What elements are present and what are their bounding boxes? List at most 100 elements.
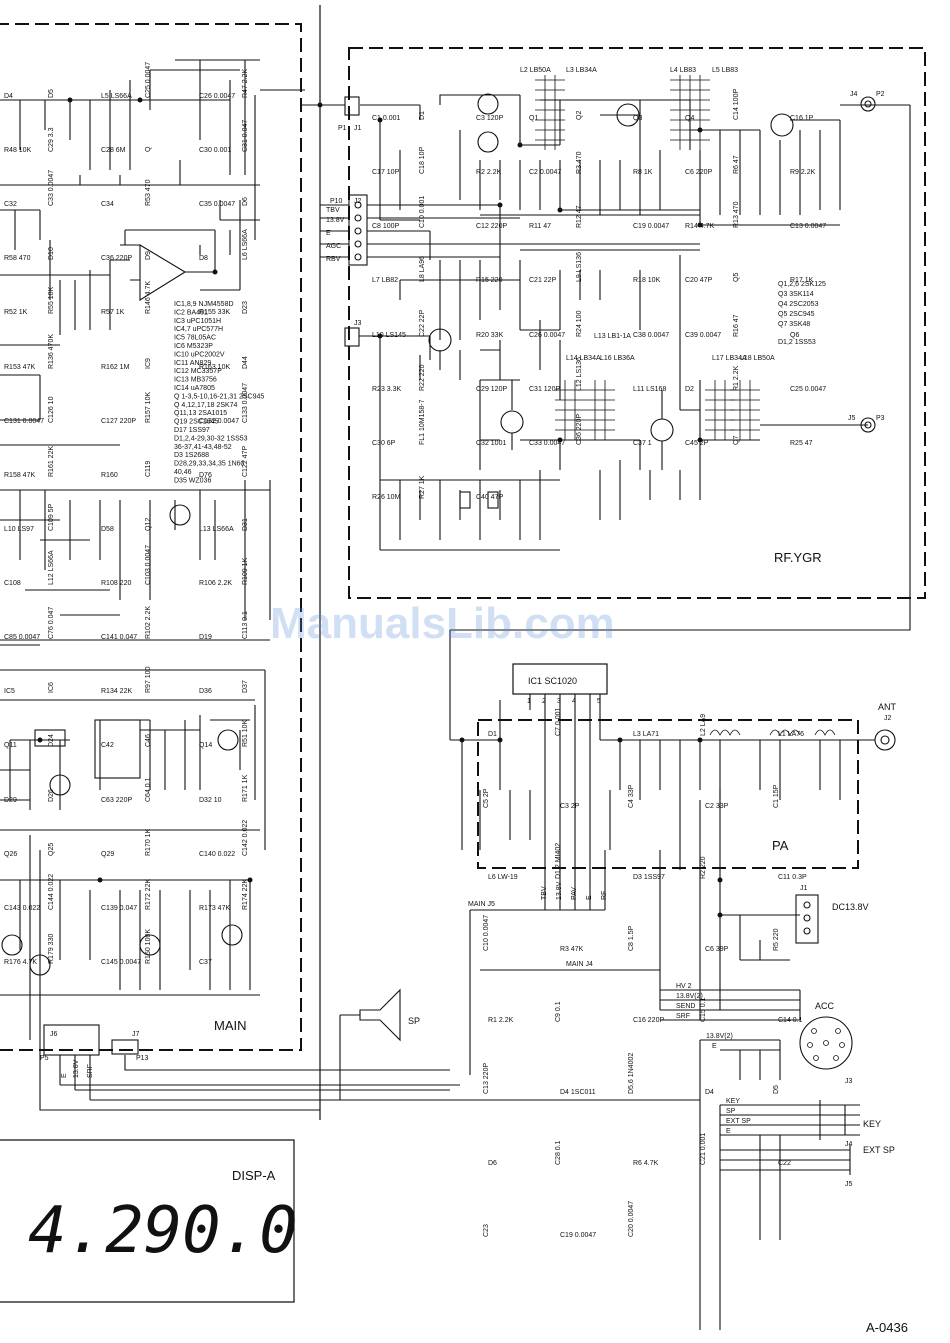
- component-label: IC3 uPC1051H: [174, 318, 221, 325]
- rf-port: J3: [354, 320, 362, 327]
- key-bus-labels: KEY SP EXT SP E: [726, 1098, 751, 1135]
- dc-connector-j1: [795, 894, 819, 944]
- component-label: C13 220P: [483, 1063, 490, 1094]
- component-label: D36: [199, 688, 212, 695]
- block-title-pa: PA: [772, 838, 789, 853]
- pa-bus-line: RF: [601, 891, 608, 900]
- component-label: R157 10K: [145, 392, 152, 423]
- component-label: R150 100K: [145, 929, 152, 964]
- component-label: D29: [4, 797, 17, 804]
- conn-label: P13: [136, 1055, 149, 1062]
- component-label: D6: [242, 197, 249, 206]
- component-label: R6 47: [733, 155, 740, 174]
- component-label: R163 10K: [199, 364, 230, 371]
- main-connector-p5: [43, 1024, 100, 1056]
- component-label: C20 47P: [685, 277, 713, 284]
- component-label: C13 0.0047: [790, 223, 826, 230]
- component-label: R176 4.7K: [4, 959, 37, 966]
- component-label: C18 10P: [419, 146, 426, 174]
- pa-pin: 2: [542, 698, 546, 705]
- component-label: R1 2.2K: [733, 365, 740, 391]
- component-label: R26 10M: [372, 494, 401, 501]
- ext-sp-ref-label: J5: [845, 1181, 853, 1188]
- rf-port: P1: [338, 125, 347, 132]
- pa-wiring: [339, 694, 896, 1330]
- component-label: R2 220: [700, 856, 707, 879]
- component-label: L14 LB34A: [566, 355, 601, 362]
- component-label: R102 2.2K: [145, 606, 152, 639]
- component-label: IC5 78L05AC: [174, 335, 216, 342]
- component-label: L3 LA71: [633, 731, 659, 738]
- component-label: R23 3.3K: [372, 386, 402, 393]
- main-connector-labels: P5 J6 E 13.8V SRF P13 J7: [40, 1031, 149, 1078]
- component-label: Q29: [101, 851, 114, 858]
- component-label: C63 220P: [101, 797, 132, 804]
- component-label: D1,2,4-29,30-32 1SS53: [174, 435, 248, 442]
- component-label: C40 47P: [476, 494, 504, 501]
- component-label: C7 0.001: [555, 707, 562, 736]
- watermark: ManualsLib.com: [270, 599, 615, 648]
- rf-pin-labels: TBV 13.8V E AGC RBV: [326, 207, 345, 263]
- conn-label: 13.8V: [73, 1059, 80, 1078]
- component-label: D1: [488, 731, 497, 738]
- component-label: C15 0.1: [700, 997, 707, 1022]
- component-label: C32 1001: [476, 440, 506, 447]
- component-label: R174 22K: [242, 879, 249, 910]
- component-label: R13 470: [733, 201, 740, 228]
- ant-label: ANT: [878, 702, 897, 712]
- component-label: C36 220P: [101, 255, 132, 262]
- component-label: C38 0.0047: [633, 332, 669, 339]
- component-label: L1 LA76: [778, 731, 804, 738]
- speaker-symbol: [359, 988, 401, 1042]
- component-label: C33 0.0047: [529, 440, 565, 447]
- component-label: R170 1K: [145, 828, 152, 856]
- component-label: C145 0.0047: [101, 959, 141, 966]
- component-label: C9 0.1: [555, 1001, 562, 1022]
- component-label: D9: [145, 251, 152, 260]
- component-label: C20 0.0047: [628, 1201, 635, 1237]
- component-label: C1 0.001: [372, 115, 401, 122]
- component-label: Q5: [733, 273, 740, 282]
- component-label: Q14: [199, 742, 212, 749]
- component-label: L2 LA9: [700, 714, 707, 736]
- component-label: L18 LB50A: [740, 355, 775, 362]
- component-label: R8 1K: [633, 169, 653, 176]
- component-label: C76 0.047: [48, 607, 55, 639]
- acc-connector-j3: [799, 1016, 853, 1070]
- drawing-number: A-0436: [866, 1320, 908, 1335]
- component-label: C22: [778, 1160, 791, 1167]
- component-label: R106 2.2K: [199, 580, 232, 587]
- frequency-display-readout: 4.290.0: [28, 1194, 298, 1268]
- component-label: Q3: [633, 115, 642, 122]
- acc-bus-line: E: [712, 1043, 717, 1050]
- rf-pin: RBV: [326, 256, 341, 263]
- component-label: R2 2.2K: [476, 169, 502, 176]
- component-label: D23: [242, 301, 249, 314]
- component-label: C2 0.0047: [529, 169, 561, 176]
- component-label: L17 LB34A: [712, 355, 747, 362]
- component-label: C31 120P: [529, 386, 560, 393]
- component-label: C109 5P: [48, 503, 55, 531]
- component-label: Q25: [48, 843, 55, 856]
- rf-pin: AGC: [326, 243, 341, 250]
- component-label: Q2: [576, 111, 583, 120]
- component-label: L11 LS168: [633, 386, 666, 393]
- component-label: R20 33K: [476, 332, 504, 339]
- component-label: D1: [419, 111, 426, 120]
- main-wiring: [0, 59, 700, 1111]
- component-label: C122 47P: [242, 446, 249, 477]
- component-label: R11 47: [529, 223, 551, 230]
- component-label: D3 1S2688: [174, 452, 209, 459]
- block-title-main: MAIN: [214, 1018, 247, 1033]
- component-label: D3 1SS97: [633, 874, 665, 881]
- component-label: R6 4.7K: [633, 1160, 659, 1167]
- component-label: IC14 uA7805: [174, 385, 215, 392]
- component-label: C32: [4, 201, 17, 208]
- component-label: C5 2P: [483, 788, 490, 808]
- component-label: C103 0.0047: [145, 545, 152, 585]
- component-label: Q3 3SK114: [778, 291, 814, 298]
- main-j5-label: MAIN J5: [468, 901, 495, 908]
- component-label: C28 6M: [101, 147, 126, 154]
- conn-label: SRF: [87, 1064, 94, 1078]
